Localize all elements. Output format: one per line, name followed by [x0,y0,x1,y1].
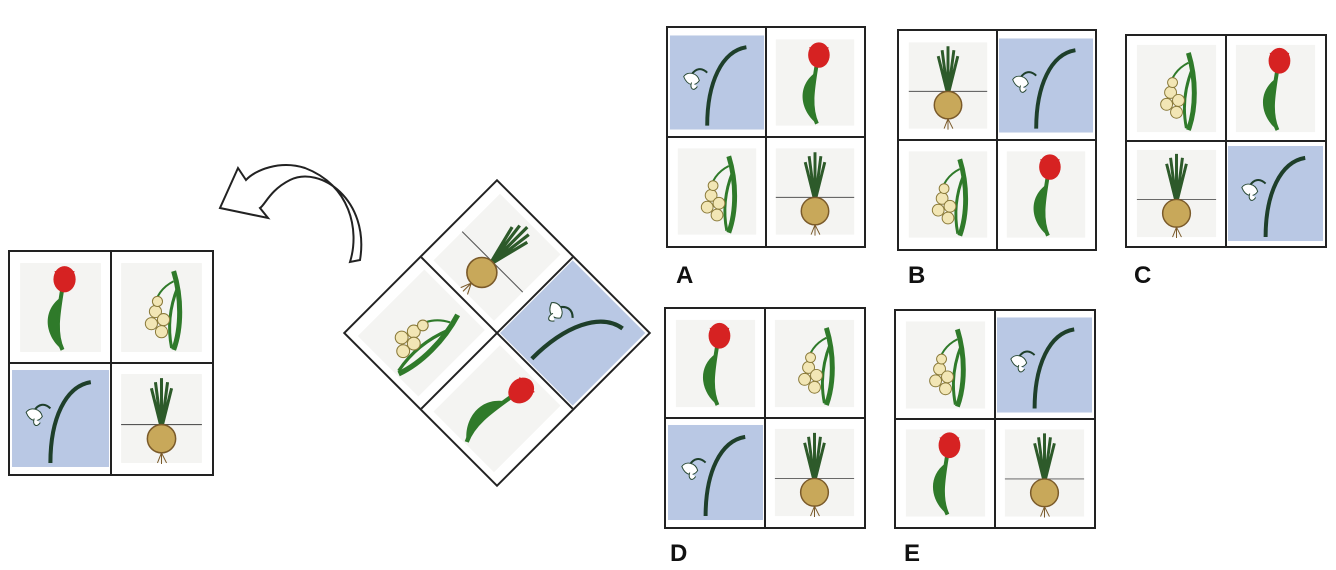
bulb-tile [765,418,864,527]
snowdrop-icon [997,31,1095,140]
grid-divider-horizontal [668,136,864,138]
snowdrop-icon [10,363,111,474]
onion-bulb-icon [1127,141,1226,246]
rotated-grid [343,179,651,487]
option-e-grid[interactable] [894,309,1096,529]
snowdrop-tile [668,28,766,137]
onion-bulb-icon [995,419,1094,527]
option-e-label: E [904,540,920,568]
tulip-tile [666,309,765,418]
lily-tile [111,252,212,363]
snowdrop-icon [995,311,1094,419]
bulb-tile [899,31,997,140]
tulip-icon [766,28,864,137]
reference-grid [8,250,214,476]
rotate-arrow-icon [210,160,370,270]
lily-of-the-valley-icon [765,309,864,418]
option-b-label: B [908,262,925,290]
snowdrop-tile [10,363,111,474]
tulip-icon [896,419,995,527]
lily-of-the-valley-icon [899,140,997,249]
lily-tile [896,311,995,419]
option-b-grid[interactable] [897,29,1097,251]
tulip-tile [1226,36,1325,141]
grid-divider-horizontal [896,418,1094,420]
snowdrop-tile [1226,141,1325,246]
tulip-tile [896,419,995,527]
tulip-icon [666,309,765,418]
snowdrop-tile [997,31,1095,140]
lily-tile [1127,36,1226,141]
lily-of-the-valley-icon [1127,36,1226,141]
lily-tile [765,309,864,418]
lily-of-the-valley-icon [668,137,766,246]
lily-tile [668,137,766,246]
option-d-grid[interactable] [664,307,866,529]
snowdrop-tile [995,311,1094,419]
onion-bulb-icon [899,31,997,140]
snowdrop-icon [668,28,766,137]
option-a-label: A [676,262,693,290]
option-c-label: C [1134,262,1151,290]
option-c-grid[interactable] [1125,34,1327,248]
grid-divider-horizontal [666,417,864,419]
tulip-icon [1226,36,1325,141]
tulip-tile [997,140,1095,249]
grid-divider-horizontal [1127,140,1325,142]
snowdrop-icon [1226,141,1325,246]
option-a-grid[interactable] [666,26,866,248]
tulip-icon [997,140,1095,249]
onion-bulb-icon [111,363,212,474]
snowdrop-tile [666,418,765,527]
option-d-label: D [670,540,687,568]
bulb-tile [111,363,212,474]
bulb-tile [766,137,864,246]
lily-of-the-valley-icon [896,311,995,419]
snowdrop-icon [666,418,765,527]
tulip-tile [766,28,864,137]
bulb-tile [1127,141,1226,246]
onion-bulb-icon [766,137,864,246]
tulip-tile [10,252,111,363]
onion-bulb-icon [765,418,864,527]
tulip-icon [10,252,111,363]
lily-of-the-valley-icon [111,252,212,363]
lily-tile [899,140,997,249]
grid-divider-horizontal [10,362,212,364]
bulb-tile [995,419,1094,527]
grid-divider-horizontal [899,139,1095,141]
